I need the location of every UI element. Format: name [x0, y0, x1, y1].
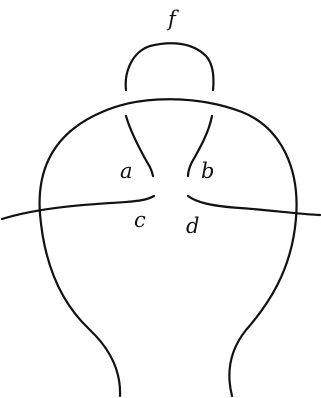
strand-d: [188, 196, 320, 215]
bulb-outline: [40, 99, 297, 396]
label-a: a: [120, 159, 133, 183]
label-d: d: [186, 214, 199, 238]
label-b: b: [201, 159, 214, 183]
loop-f-left-top: [126, 43, 214, 90]
label-c: c: [134, 208, 146, 232]
strand-c: [2, 196, 154, 219]
label-f: f: [166, 7, 179, 31]
